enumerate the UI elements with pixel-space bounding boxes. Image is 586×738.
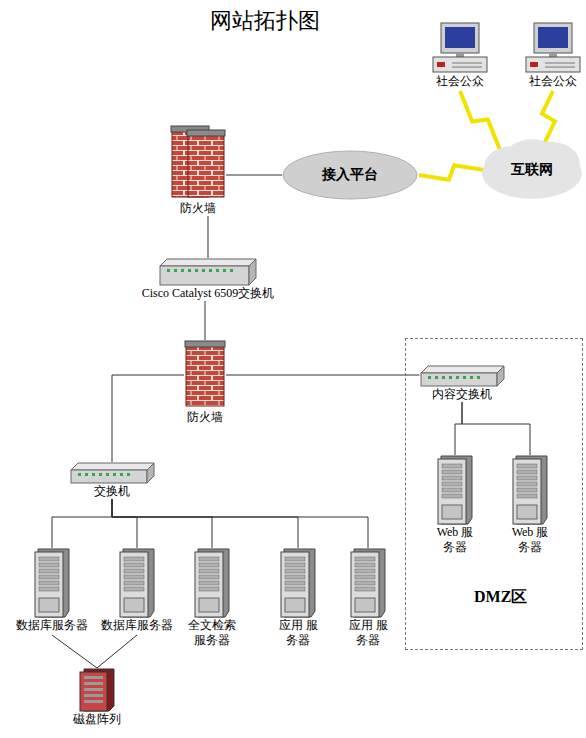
sw-icon (159, 258, 257, 286)
network-link (226, 175, 282, 176)
node-label: Web 服务器 (435, 525, 475, 555)
srv-icon (350, 548, 386, 618)
network-link (112, 499, 368, 548)
disk-icon (79, 668, 115, 712)
network-link (52, 635, 97, 668)
srv-icon (437, 455, 473, 525)
srv-icon (119, 548, 155, 618)
network-link (205, 301, 206, 340)
pc-icon (432, 22, 488, 74)
wireless-link (419, 165, 484, 179)
node-label: Cisco Catalyst 6509交换机 (142, 286, 275, 301)
fw2-icon (170, 125, 226, 201)
region-label: DMZ区 (474, 587, 527, 607)
firewall: 防火墙 (170, 125, 226, 216)
node-label: 数据库服务器 (101, 618, 173, 633)
dmz-region: DMZ区 内容交换机 Web 服务器 Web 服务器 (405, 338, 583, 650)
pc-terminal: 社会公众 (432, 22, 488, 89)
internet-cloud: 互联网 (480, 138, 584, 202)
network-link (226, 375, 420, 376)
node-label: 数据库服务器 (16, 618, 88, 633)
content-switch: 内容交换机 (420, 365, 505, 402)
database-server: 数据库服务器 (101, 548, 173, 633)
switch: 交换机 (70, 462, 155, 499)
web-server: Web 服务器 (435, 455, 475, 555)
network-link (112, 499, 137, 548)
pc-icon (525, 22, 581, 74)
wireless-link (542, 91, 555, 144)
node-label: 社会公众 (436, 74, 484, 89)
network-link (112, 499, 298, 548)
node-label: 内容交换机 (432, 387, 492, 402)
disk-array: 磁盘阵列 (73, 668, 121, 727)
web-server: Web 服务器 (510, 455, 550, 555)
node-label: 防火墙 (180, 201, 216, 216)
firewall: 防火墙 (184, 340, 226, 425)
network-link (112, 375, 184, 462)
network-link (207, 216, 208, 258)
node-label: 磁盘阵列 (73, 712, 121, 727)
node-label: Web 服务器 (510, 525, 550, 555)
database-server: 数据库服务器 (16, 548, 88, 633)
network-link (455, 402, 462, 455)
core-switch: Cisco Catalyst 6509交换机 (142, 258, 275, 301)
network-link (112, 499, 212, 548)
access-platform: 接入平台 (282, 150, 418, 200)
fw-icon (184, 340, 226, 410)
node-label: 防火墙 (187, 410, 223, 425)
srv-icon (512, 455, 548, 525)
node-label: 互联网 (511, 161, 553, 179)
node-label: 应用 服务器 (278, 618, 318, 648)
sw-icon (70, 462, 155, 484)
srv-icon (34, 548, 70, 618)
srv-icon (194, 548, 230, 618)
search-server: 全文检索 服务器 (184, 548, 240, 648)
network-link (462, 402, 530, 455)
network-link (97, 635, 137, 668)
network-link (52, 499, 112, 548)
pc-terminal: 社会公众 (525, 22, 581, 89)
app-server: 应用 服务器 (348, 548, 388, 648)
sw-icon (420, 365, 505, 387)
node-label: 交换机 (94, 484, 130, 499)
node-label: 全文检索 服务器 (184, 618, 240, 648)
wireless-link (460, 91, 500, 150)
node-label: 社会公众 (529, 74, 577, 89)
app-server: 应用 服务器 (278, 548, 318, 648)
node-label: 应用 服务器 (348, 618, 388, 648)
srv-icon (280, 548, 316, 618)
node-label: 接入平台 (322, 166, 378, 184)
